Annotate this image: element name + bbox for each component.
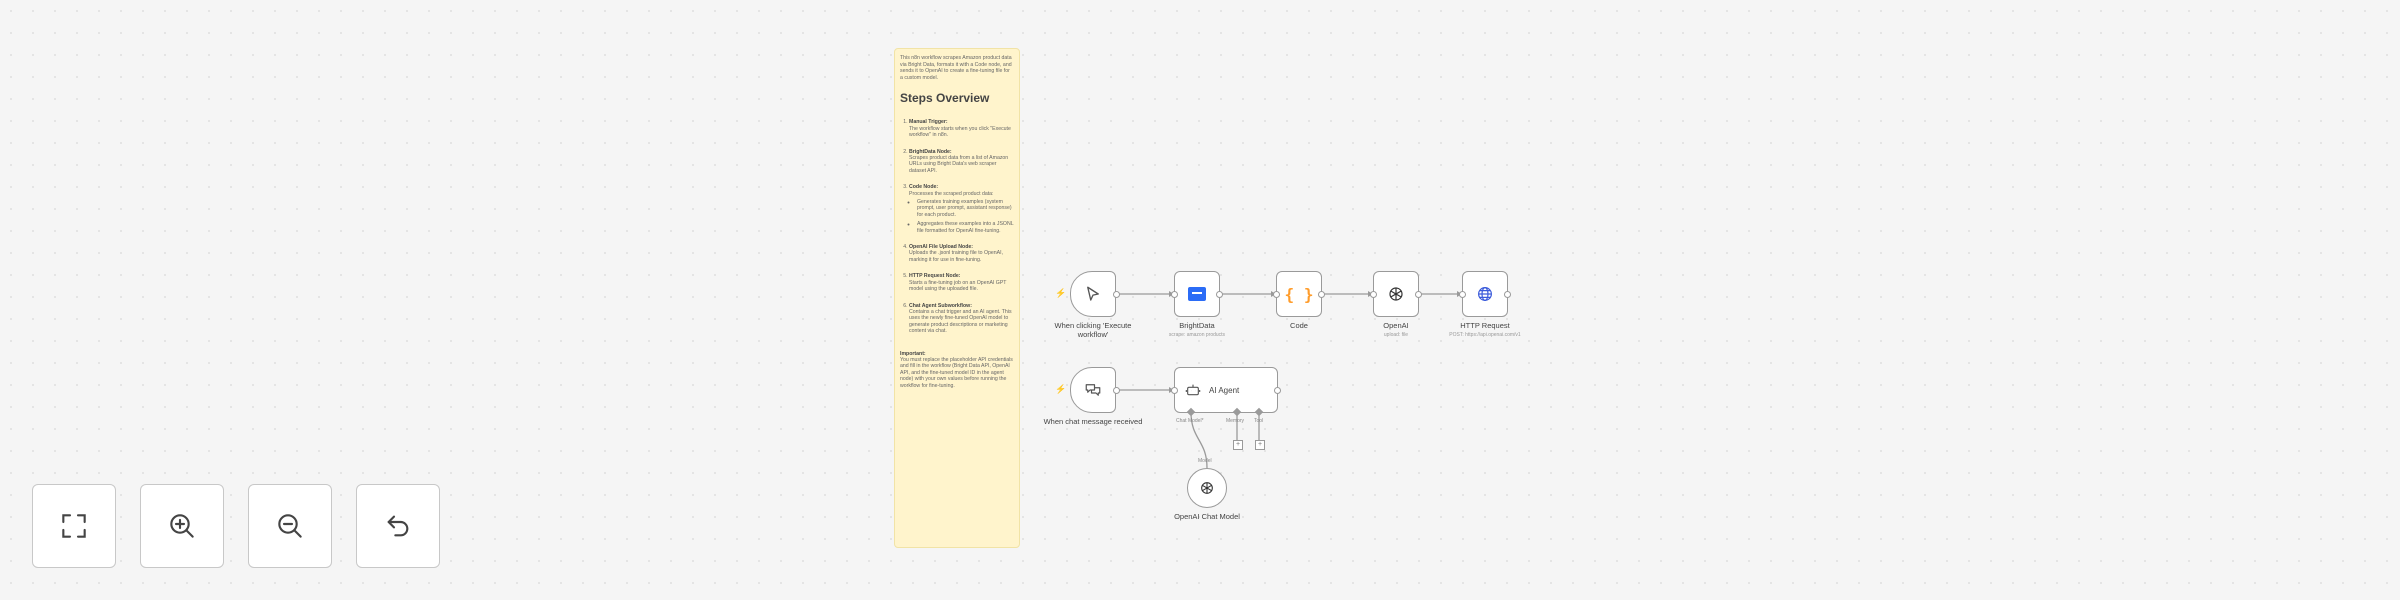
step-title: OpenAI File Upload Node:: [909, 244, 973, 251]
zoom-in-icon: [170, 514, 194, 538]
sticky-heading: Steps Overview: [900, 91, 990, 106]
output-handle[interactable]: [1415, 291, 1422, 298]
input-handle[interactable]: [1370, 291, 1377, 298]
node-openai-chat-model[interactable]: [1187, 468, 1227, 508]
step-title: Chat Agent Subworkflow:: [909, 302, 972, 309]
chat-model-port-label: Chat Model*: [1176, 418, 1204, 424]
node-chat-trigger[interactable]: [1070, 367, 1116, 413]
node-label: When chat message received: [1043, 417, 1143, 426]
step-bullets: Generates training examples (system prom…: [909, 199, 1014, 234]
output-handle[interactable]: [1113, 291, 1120, 298]
zoom-out-button[interactable]: [248, 484, 332, 568]
node-code[interactable]: { }: [1276, 271, 1322, 317]
node-sublabel: upload: file: [1383, 332, 1409, 338]
robot-icon: [1185, 384, 1201, 396]
step-item: HTTP Request Node:Starts a fine-tuning j…: [909, 273, 1014, 292]
brightdata-icon: [1188, 287, 1206, 301]
step-text: Processes the scraped product data:: [909, 190, 994, 197]
node-manual-trigger[interactable]: [1070, 271, 1116, 317]
bullet-item: Aggregates these examples into a JSONL f…: [917, 221, 1014, 234]
add-memory-button[interactable]: +: [1233, 440, 1243, 450]
output-handle[interactable]: [1318, 291, 1325, 298]
step-item: Chat Agent Subworkflow:Contains a chat t…: [909, 303, 1014, 335]
step-item: Code Node:Processes the scraped product …: [909, 184, 1014, 234]
code-braces-icon: { }: [1284, 284, 1314, 304]
step-item: Manual Trigger:The workflow starts when …: [909, 119, 1014, 138]
zoom-out-icon: [278, 514, 302, 538]
trigger-bolt-icon: ⚡: [1055, 288, 1067, 298]
input-handle[interactable]: [1273, 291, 1280, 298]
bullet-item: Generates training examples (system prom…: [917, 199, 1014, 218]
model-connection-label: Model: [1198, 458, 1212, 464]
node-inline-label: AI Agent: [1209, 385, 1240, 395]
fit-view-button[interactable]: [32, 484, 116, 568]
important-title: Important:: [900, 350, 926, 357]
step-text: Starts a fine-tuning job on an OpenAI GP…: [909, 279, 1007, 293]
node-label: HTTP Request: [1460, 321, 1510, 330]
openai-icon: [1389, 287, 1403, 301]
step-text: Contains a chat trigger and an AI agent.…: [909, 308, 1012, 335]
reset-zoom-button[interactable]: [356, 484, 440, 568]
globe-icon: [1478, 287, 1492, 301]
node-sublabel: POST: https://api.openai.com/v1: [1449, 332, 1521, 338]
chat-icon: [1085, 384, 1101, 396]
undo-icon: [387, 515, 409, 537]
openai-icon: [1201, 482, 1213, 494]
output-handle[interactable]: [1216, 291, 1223, 298]
node-label: BrightData: [1179, 321, 1215, 330]
step-item: BrightData Node:Scrapes product data fro…: [909, 149, 1014, 175]
connection-model-agent: [1190, 411, 1208, 469]
step-title: BrightData Node:: [909, 148, 952, 155]
cursor-icon: [1087, 286, 1099, 301]
node-label: OpenAI: [1383, 321, 1409, 330]
input-handle[interactable]: [1459, 291, 1466, 298]
trigger-bolt-icon: ⚡: [1055, 384, 1067, 394]
memory-port-label: Memory: [1226, 418, 1245, 424]
output-handle[interactable]: [1113, 387, 1120, 394]
step-text: Uploads the .jsonl training file to Open…: [909, 250, 1004, 263]
node-http-request[interactable]: [1462, 271, 1508, 317]
zoom-in-button[interactable]: [140, 484, 224, 568]
sticky-intro: This n8n workflow scrapes Amazon product…: [900, 55, 1012, 81]
node-ai-agent[interactable]: AI Agent: [1174, 367, 1278, 413]
input-handle[interactable]: [1171, 291, 1178, 298]
tool-port-label: Tool: [1254, 418, 1264, 424]
node-brightdata[interactable]: [1174, 271, 1220, 317]
node-label: Code: [1290, 321, 1308, 330]
step-text: The workflow starts when you click "Exec…: [909, 125, 1011, 139]
steps-list: Manual Trigger:The workflow starts when …: [900, 119, 1014, 334]
sticky-note[interactable]: This n8n workflow scrapes Amazon product…: [894, 48, 1020, 548]
important-text: You must replace the placeholder API cre…: [900, 356, 1013, 389]
input-handle[interactable]: [1171, 387, 1178, 394]
step-title: Manual Trigger:: [909, 119, 948, 126]
step-item: OpenAI File Upload Node:Uploads the .jso…: [909, 244, 1014, 263]
node-label: OpenAI Chat Model: [1174, 512, 1240, 521]
step-title: Code Node:: [909, 184, 939, 191]
step-title: HTTP Request Node:: [909, 273, 961, 280]
output-handle[interactable]: [1274, 387, 1281, 394]
output-handle[interactable]: [1504, 291, 1511, 298]
node-label: When clicking 'Execute workflow': [1054, 321, 1132, 339]
add-tool-button[interactable]: +: [1255, 440, 1265, 450]
node-sublabel: scrape: amazon products: [1168, 332, 1226, 338]
step-text: Scrapes product data from a list of Amaz…: [909, 155, 1009, 174]
node-openai[interactable]: [1373, 271, 1419, 317]
fit-view-icon: [62, 514, 86, 538]
